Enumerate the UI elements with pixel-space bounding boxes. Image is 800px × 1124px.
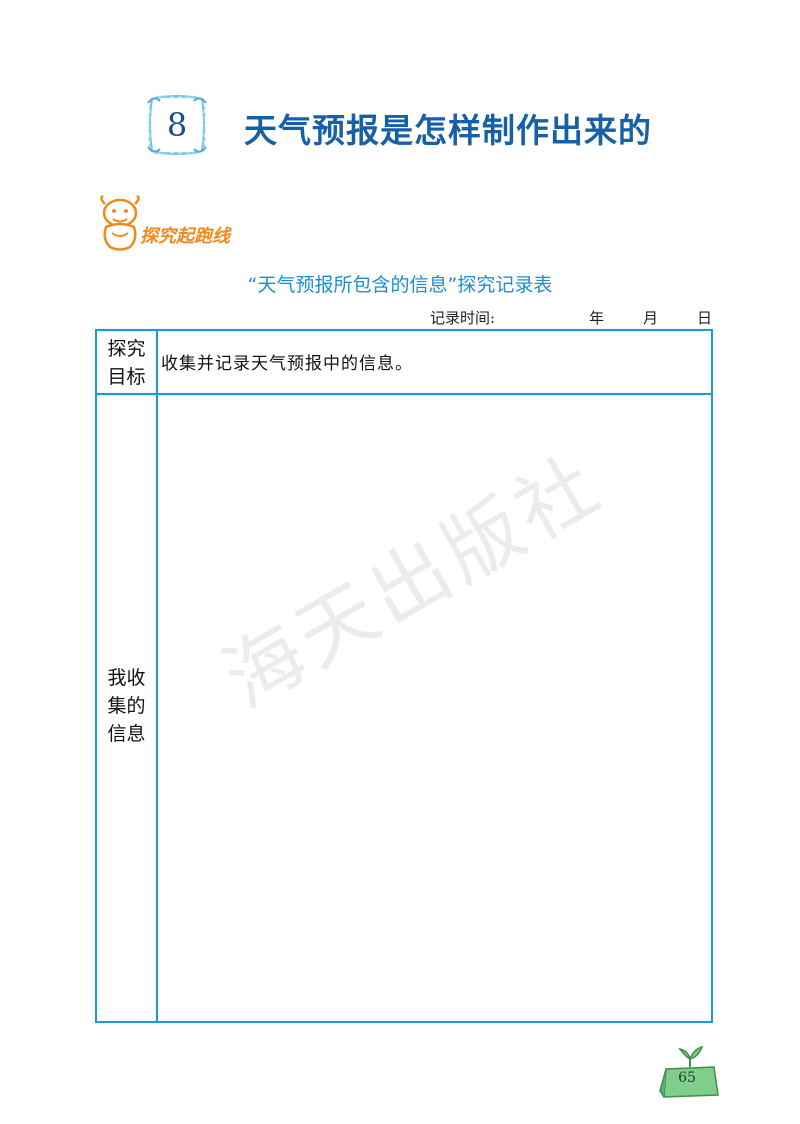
lesson-number: 8 — [166, 106, 188, 144]
section-label: 探究起跑线 — [140, 226, 230, 247]
goal-header-line: 目标 — [107, 366, 146, 388]
table-caption: “天气预报所包含的信息”探究记录表 — [247, 274, 553, 296]
lesson-number-badge: 8 — [146, 93, 208, 157]
info-header-line: 我收 — [107, 667, 146, 689]
row-divider — [97, 393, 711, 395]
cow-mascot-icon — [100, 195, 140, 251]
record-table: 探究 目标 收集并记录天气预报中的信息。 我收 集的 信息 — [95, 329, 713, 1023]
info-header-cell: 我收 集的 信息 — [97, 664, 156, 748]
record-year-unit: 年 — [589, 309, 605, 327]
column-divider — [156, 331, 158, 1021]
info-header-line: 集的 — [107, 695, 146, 717]
page-number: 65 — [678, 1070, 696, 1086]
record-day-unit: 日 — [697, 309, 713, 327]
page-title: 天气预报是怎样制作出来的 — [244, 111, 652, 150]
ornamental-frame-icon — [147, 95, 207, 155]
info-header-line: 信息 — [107, 723, 146, 745]
sprout-tag-icon — [659, 1045, 719, 1098]
info-answer-area[interactable] — [161, 401, 705, 1015]
record-time-label: 记录时间: — [430, 309, 496, 327]
goal-content: 收集并记录天气预报中的信息。 — [161, 354, 413, 374]
goal-header-cell: 探究 目标 — [97, 335, 156, 391]
record-month-unit: 月 — [643, 309, 659, 327]
goal-header-line: 探究 — [107, 338, 146, 360]
